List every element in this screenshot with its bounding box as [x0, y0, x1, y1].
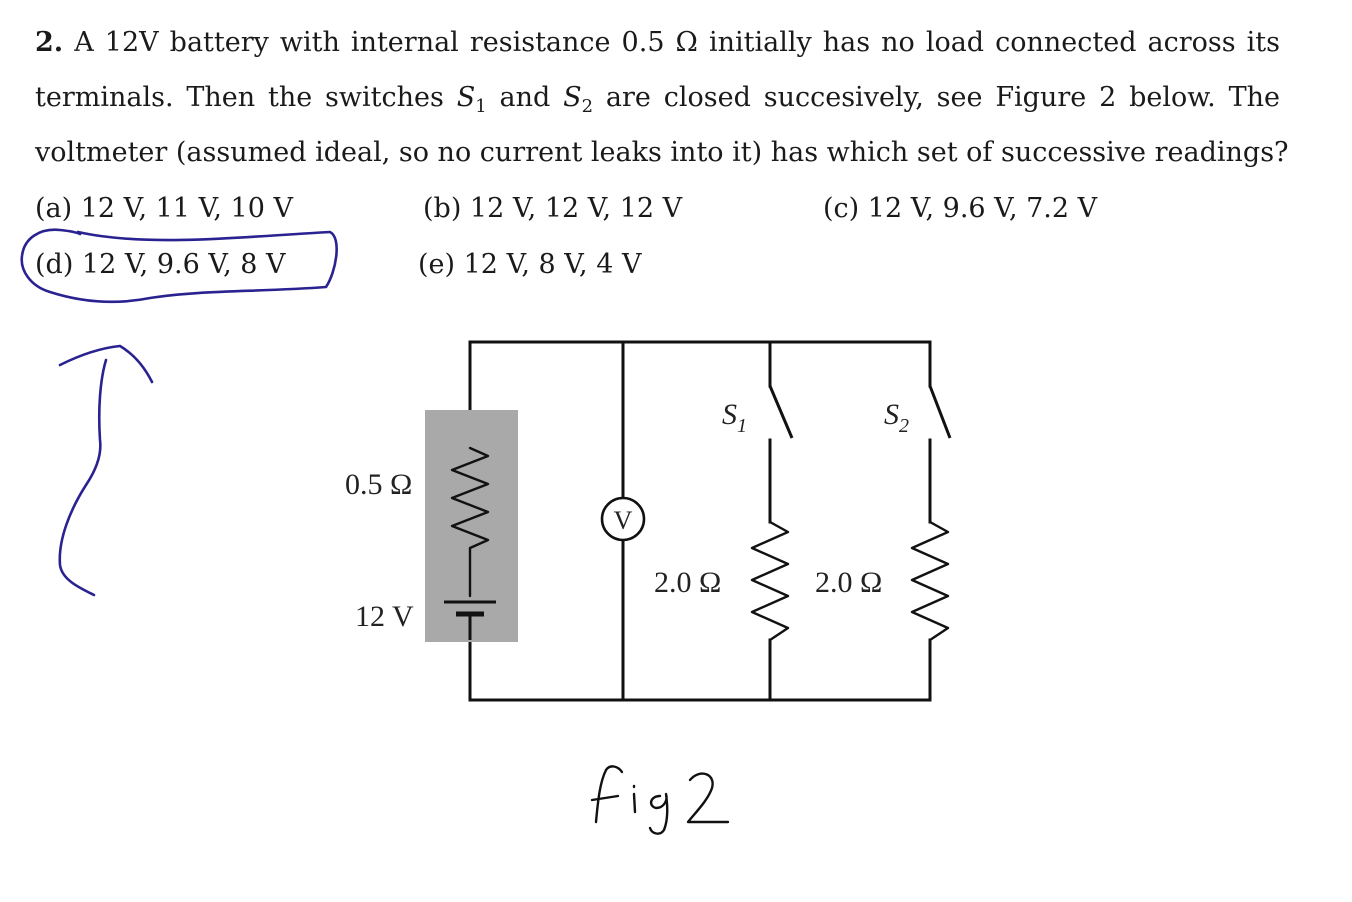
internal-resistor	[450, 446, 490, 598]
internal-resistance-label: 0.5 Ω	[345, 468, 412, 501]
choice-a: (a) 12 V, 11 V, 10 V	[35, 193, 293, 224]
handwritten-squiggle	[58, 344, 154, 597]
switch-s2-inline: S2	[563, 82, 593, 117]
battery-shaded-box	[425, 410, 518, 642]
handwritten-caption-fig2	[590, 765, 730, 835]
choice-b: (b) 12 V, 12 V, 12 V	[423, 193, 683, 224]
switch-s2-icon	[928, 385, 952, 439]
switch-s1-label: S1	[722, 398, 747, 437]
switch-s1-inline: S1	[456, 82, 487, 117]
choice-d: (d) 12 V, 9.6 V, 8 V	[35, 249, 286, 280]
load-resistor-2	[910, 520, 950, 642]
choice-e: (e) 12 V, 8 V, 4 V	[418, 249, 642, 280]
circuit-wires	[468, 340, 932, 702]
question-text-2c: are closed succesively, see Figure 2 bel…	[593, 82, 1280, 113]
battery-label: 12 V	[355, 600, 414, 633]
question-number: 2.	[35, 27, 64, 58]
s2-subscript: 2	[581, 96, 594, 117]
answer-circle	[20, 228, 338, 304]
switch-s1-icon	[768, 385, 794, 439]
load-resistor-1	[750, 520, 790, 642]
s1-symbol: S	[456, 82, 476, 113]
question-line-2: terminals. Then the switches S1 and S2 a…	[35, 81, 1280, 124]
question-text-2a: terminals. Then the switches	[35, 82, 457, 113]
s1-subscript: 1	[475, 96, 487, 117]
voltmeter-icon	[600, 496, 646, 542]
voltmeter-symbol: V	[614, 506, 633, 535]
question-line-3: voltmeter (assumed ideal, so no current …	[35, 136, 1289, 170]
question-text-3: voltmeter (assumed ideal, so no current …	[35, 137, 1289, 168]
question-text-2b: and	[486, 82, 564, 113]
question-line-1: 2. A 12V battery with internal resistanc…	[35, 26, 1280, 60]
load2-label: 2.0 Ω	[815, 566, 882, 599]
switch-s2-label: S2	[884, 398, 909, 437]
choice-c: (c) 12 V, 9.6 V, 7.2 V	[823, 193, 1098, 224]
load1-label: 2.0 Ω	[654, 566, 721, 599]
s2-symbol: S	[563, 82, 582, 113]
question-text-1: A 12V battery with internal resistance 0…	[74, 27, 1280, 58]
